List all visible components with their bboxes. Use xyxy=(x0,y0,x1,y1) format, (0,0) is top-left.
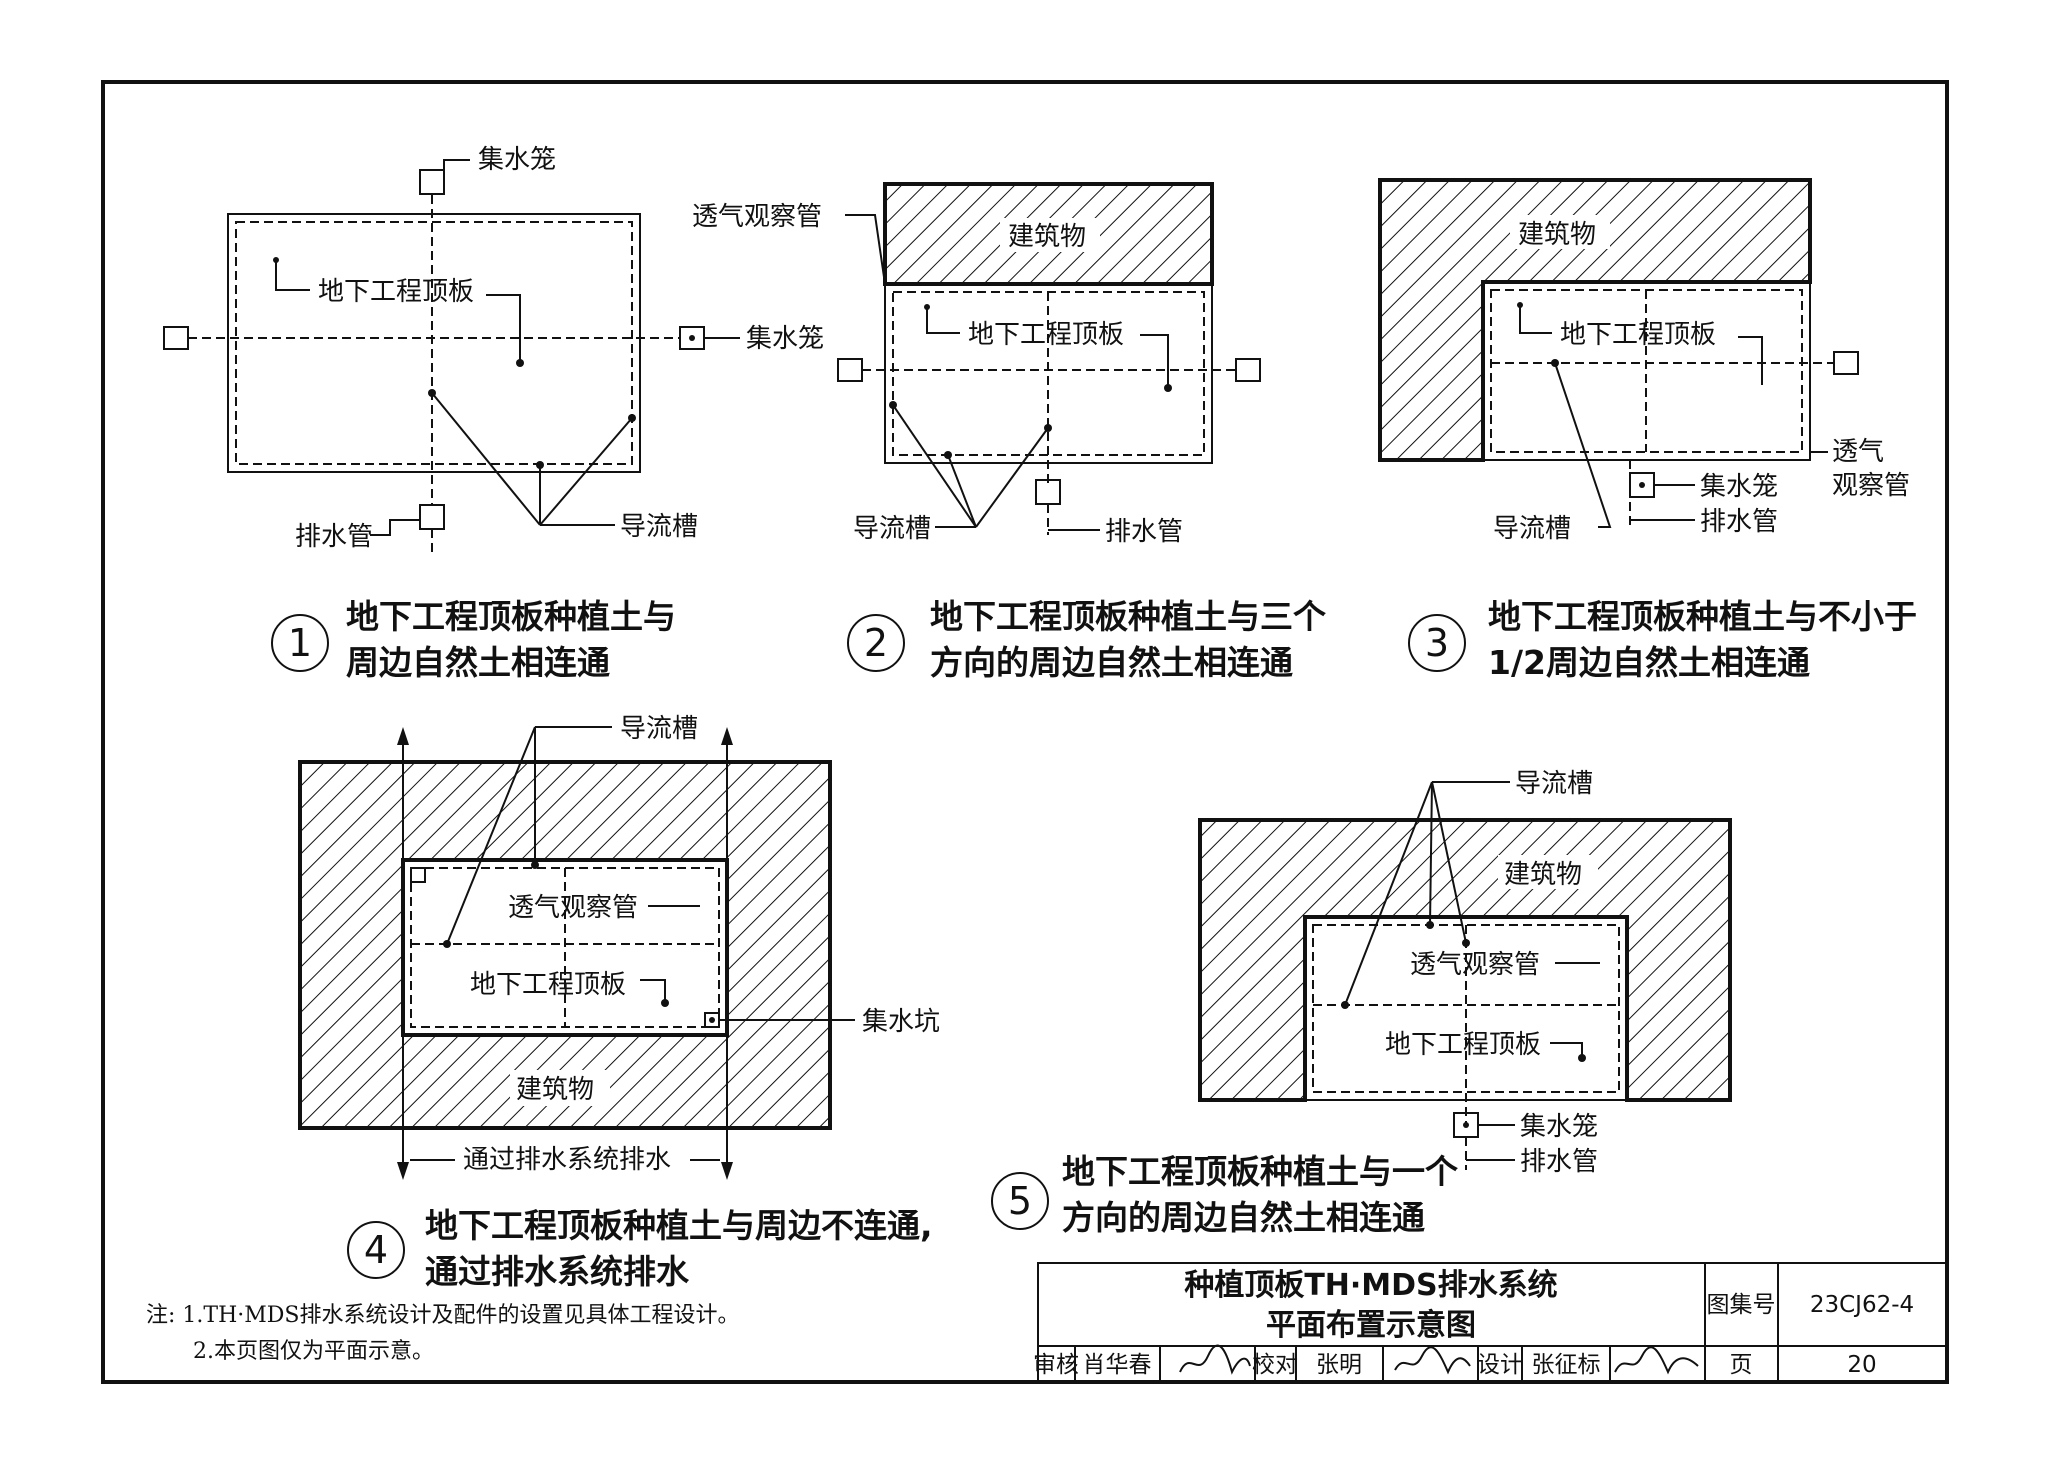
vent-pipe-marker xyxy=(410,867,426,883)
reviewer-signature xyxy=(1179,1344,1251,1375)
collector-left xyxy=(163,326,189,350)
caption-line-2: 方向的周边自然土相连通 xyxy=(930,643,1293,682)
note-1: 注: 1.TH·MDS排水系统设计及配件的设置见具体工程设计。 xyxy=(146,1303,740,1328)
label-collector-top: 集水笼 xyxy=(478,145,556,175)
collector-left xyxy=(837,358,863,382)
check-label: 校对 xyxy=(1252,1352,1298,1378)
caption-line-2: 通过排水系统排水 xyxy=(425,1252,690,1291)
label-roof-slab: 地下工程顶板 xyxy=(968,320,1124,350)
guide-groove-perimeter xyxy=(1490,289,1803,453)
caption-number: 1 xyxy=(288,621,312,665)
checker-name: 张明 xyxy=(1316,1352,1362,1378)
design-label: 设计 xyxy=(1477,1352,1523,1378)
label-drain-pipe: 排水管 xyxy=(1520,1147,1598,1177)
note-2: 2.本页图仅为平面示意。 xyxy=(193,1339,434,1364)
label-roof-slab: 地下工程顶板 xyxy=(1385,1030,1541,1060)
guide-groove-perimeter xyxy=(235,221,633,465)
checker-signature xyxy=(1394,1346,1471,1375)
label-drain-pipe: 排水管 xyxy=(295,522,373,552)
caption-line-1: 地下工程顶板种植土与不小于 xyxy=(1488,597,1917,636)
label-vent-pipe: 透气观察管 xyxy=(1410,950,1540,980)
label-collector-right: 集水笼 xyxy=(746,324,824,354)
page-number: 20 xyxy=(1847,1352,1876,1378)
label-sump: 集水坑 xyxy=(862,1007,940,1037)
label-roof-slab: 地下工程顶板 xyxy=(470,970,626,1000)
label-drain-pipe: 排水管 xyxy=(1700,507,1778,537)
caption-4: 4 地下工程顶板种植土与周边不连通, 通过排水系统排水 xyxy=(347,1206,933,1291)
caption-number: 4 xyxy=(364,1228,388,1272)
caption-line-1: 地下工程顶板种植土与周边不连通, xyxy=(425,1206,933,1245)
caption-3: 3 地下工程顶板种植土与不小于 1/2周边自然土相连通 xyxy=(1408,597,1917,682)
collector-right xyxy=(1833,351,1859,375)
collector-bottom xyxy=(419,504,445,530)
title-line-1: 种植顶板TH·MDS排水系统 xyxy=(1184,1268,1557,1303)
label-vent-pipe: 透气观察管 xyxy=(692,202,822,232)
atlas-label: 图集号 xyxy=(1707,1292,1776,1318)
title-line-2: 平面布置示意图 xyxy=(1266,1308,1476,1343)
label-guide-groove: 导流槽 xyxy=(620,512,698,542)
designer-name: 张征标 xyxy=(1532,1352,1601,1378)
diagram-4: 导流槽 透气观察管 地下工程顶板 集水坑 建筑物 通过排水系统排水 xyxy=(298,714,940,1180)
caption-line-1: 地下工程顶板种植土与一个 xyxy=(1062,1152,1458,1191)
roof-slab-outline xyxy=(1482,281,1811,461)
label-guide-groove: 导流槽 xyxy=(1515,769,1593,799)
caption-number: 3 xyxy=(1425,621,1449,665)
label-vent-pipe-2: 观察管 xyxy=(1832,471,1910,501)
collector-right xyxy=(1235,358,1261,382)
label-roof-slab: 地下工程顶板 xyxy=(318,277,474,307)
reviewer-name: 肖华春 xyxy=(1083,1352,1152,1378)
caption-1: 1 地下工程顶板种植土与 周边自然土相连通 xyxy=(271,597,676,682)
caption-2: 2 地下工程顶板种植土与三个 方向的周边自然土相连通 xyxy=(847,597,1326,682)
label-guide-groove: 导流槽 xyxy=(1493,514,1571,544)
label-collector: 集水笼 xyxy=(1520,1112,1598,1142)
sheet-border xyxy=(101,80,1949,1384)
label-building: 建筑物 xyxy=(1008,222,1086,252)
label-building: 建筑物 xyxy=(1518,220,1596,250)
label-collector: 集水笼 xyxy=(1700,472,1778,502)
caption-number: 2 xyxy=(864,621,888,665)
caption-line-1: 地下工程顶板种植土与三个 xyxy=(930,597,1326,636)
diagram-3: 建筑物 地下工程顶板 透气 观察管 集水笼 排水管 导流槽 xyxy=(1378,178,1910,544)
diagram-5: 建筑物 导流槽 透气观察管 地下工程顶板 集水笼 排水管 xyxy=(1198,769,1732,1177)
collector-top xyxy=(419,169,445,195)
diagram-1: 集水笼 集水笼 地下工程顶板 排水管 导流槽 xyxy=(163,145,824,555)
review-label: 审核 xyxy=(1033,1352,1079,1378)
atlas-number: 23CJ62-4 xyxy=(1810,1292,1914,1318)
label-building: 建筑物 xyxy=(516,1075,594,1105)
caption-5: 5 地下工程顶板种植土与一个 方向的周边自然土相连通 xyxy=(991,1152,1458,1237)
roof-slab-outline xyxy=(227,213,641,473)
label-building: 建筑物 xyxy=(1504,860,1582,890)
collector-bottom xyxy=(1035,479,1061,505)
caption-line-2: 1/2周边自然土相连通 xyxy=(1488,643,1810,682)
caption-line-2: 周边自然土相连通 xyxy=(346,643,610,682)
caption-line-1: 地下工程顶板种植土与 xyxy=(346,597,676,636)
caption-line-2: 方向的周边自然土相连通 xyxy=(1062,1198,1425,1237)
label-drain-via-system: 通过排水系统排水 xyxy=(463,1145,671,1175)
label-vent-pipe: 透气观察管 xyxy=(508,893,638,923)
designer-signature xyxy=(1614,1346,1699,1375)
label-drain-pipe: 排水管 xyxy=(1105,517,1183,547)
title-block: 种植顶板TH·MDS排水系统 平面布置示意图 图集号 23CJ62-4 页 20… xyxy=(1033,1262,1948,1383)
label-vent-pipe-1: 透气 xyxy=(1832,437,1884,467)
caption-number: 5 xyxy=(1008,1179,1032,1223)
page-label: 页 xyxy=(1730,1352,1753,1378)
notes: 注: 1.TH·MDS排水系统设计及配件的设置见具体工程设计。 2.本页图仅为平… xyxy=(146,1303,740,1364)
diagram-2: 建筑物 透气观察管 地下工程顶板 导流槽 排水管 xyxy=(692,182,1261,547)
label-roof-slab: 地下工程顶板 xyxy=(1560,320,1716,350)
guide-groove-perimeter xyxy=(1312,924,1620,1093)
label-guide-groove: 导流槽 xyxy=(853,514,931,544)
label-guide-groove: 导流槽 xyxy=(620,714,698,744)
